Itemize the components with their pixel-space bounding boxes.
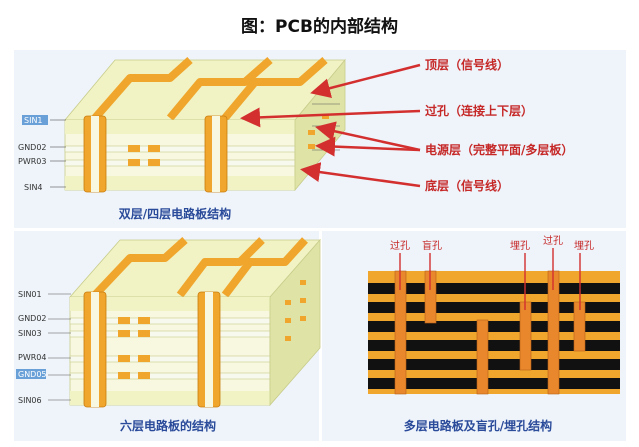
layer-label-gnd05: GND05 bbox=[18, 370, 47, 379]
callout-via: 过孔（连接上下层） bbox=[425, 103, 533, 118]
highlight-gnd05 bbox=[16, 369, 46, 379]
caption-four-layer: 双层/四层电路板结构 bbox=[119, 206, 231, 221]
side-pad bbox=[308, 130, 315, 135]
via-label-blind: 盲孔 bbox=[422, 239, 442, 252]
dielectric-layer bbox=[368, 359, 620, 370]
caption-six-layer: 六层电路板的结构 bbox=[120, 418, 216, 433]
side-pad bbox=[308, 144, 315, 149]
side-pad bbox=[285, 318, 291, 323]
layer-label-pwr04: PWR04 bbox=[18, 353, 46, 362]
via-hole bbox=[91, 292, 99, 407]
layer-label-sin4: SIN4 bbox=[24, 183, 43, 192]
board-side-face bbox=[269, 238, 321, 407]
layer-label-sin01: SIN01 bbox=[18, 290, 42, 299]
layer-label-gnd02: GND02 bbox=[18, 143, 47, 152]
dielectric-layer bbox=[368, 321, 620, 332]
via-labels: 过孔 盲孔 埋孔 过孔 埋孔 bbox=[390, 234, 594, 252]
layer-sin4 bbox=[65, 176, 295, 190]
callout-power-plane: 电源层（完整平面/多层板） bbox=[425, 142, 573, 157]
page-title: 图：PCB的内部结构 bbox=[241, 17, 398, 37]
six-layer-board bbox=[69, 237, 321, 408]
top-trace bbox=[221, 237, 308, 298]
callout-top-layer: 顶层（信号线） bbox=[425, 57, 509, 72]
dielectric-layer bbox=[368, 302, 620, 313]
dielectric-layer bbox=[368, 340, 620, 351]
callout-arrow-power-2 bbox=[315, 136, 421, 157]
inner-pad bbox=[128, 145, 140, 152]
inner-pad bbox=[138, 372, 150, 379]
inner-pad bbox=[148, 145, 160, 152]
via-hole bbox=[212, 116, 220, 192]
four-layer-labels: SIN1 GND02 PWR03 SIN4 bbox=[18, 115, 66, 192]
four-layer-board bbox=[64, 56, 346, 193]
via-label-buried-1: 埋孔 bbox=[510, 240, 530, 252]
multilayer-cross-section bbox=[368, 248, 620, 395]
side-pad bbox=[300, 298, 306, 303]
top-trace bbox=[91, 57, 193, 121]
dielectric-layer bbox=[368, 378, 620, 389]
side-pad bbox=[285, 300, 291, 305]
top-trace bbox=[92, 237, 188, 298]
dielectric-layer bbox=[368, 283, 620, 294]
inner-pad bbox=[138, 330, 150, 337]
six-layer-labels: SIN01 GND02 SIN03 PWR04 GND05 SIN06 bbox=[16, 290, 71, 405]
side-pad bbox=[300, 316, 306, 321]
inner-pad bbox=[138, 317, 150, 324]
layer-label-pwr03: PWR03 bbox=[18, 157, 46, 166]
inner-pad bbox=[118, 317, 130, 324]
via-hole bbox=[205, 292, 213, 407]
via-label-buried-2: 埋孔 bbox=[574, 240, 594, 252]
top-trace bbox=[166, 56, 273, 121]
inner-pad bbox=[118, 330, 130, 337]
highlight-sin1 bbox=[22, 115, 48, 125]
callouts: 顶层（信号线） 过孔（连接上下层） 电源层（完整平面/多层板） 底层（信号线） bbox=[240, 57, 573, 193]
via-label-through-1: 过孔 bbox=[390, 239, 410, 252]
inner-pad bbox=[118, 372, 130, 379]
inner-pad bbox=[118, 355, 130, 362]
inner-pad bbox=[148, 159, 160, 166]
callout-arrow-via bbox=[240, 107, 421, 128]
top-trace bbox=[176, 237, 265, 298]
blind-via-column bbox=[476, 319, 489, 395]
callout-bottom-layer: 底层（信号线） bbox=[425, 178, 509, 193]
layer-label-sin03: SIN03 bbox=[18, 329, 42, 338]
top-trace bbox=[221, 56, 328, 121]
layer-label-sin1: SIN1 bbox=[24, 116, 43, 125]
layer-label-gnd02: GND02 bbox=[18, 314, 47, 323]
side-pad bbox=[322, 114, 329, 119]
via-hole bbox=[91, 116, 99, 192]
layer-sin1 bbox=[65, 120, 295, 134]
side-pad bbox=[300, 280, 306, 285]
callout-arrow-top bbox=[310, 63, 421, 98]
inner-pad bbox=[128, 159, 140, 166]
side-pad bbox=[285, 336, 291, 341]
layer-label-sin06: SIN06 bbox=[18, 396, 42, 405]
inner-pad bbox=[138, 355, 150, 362]
via-label-through-2: 过孔 bbox=[543, 234, 563, 247]
callout-arrow-bottom bbox=[300, 162, 421, 188]
caption-multilayer: 多层电路板及盲孔/埋孔结构 bbox=[404, 418, 552, 433]
callout-arrow-power-1 bbox=[315, 121, 421, 152]
buried-via-column bbox=[519, 301, 532, 371]
